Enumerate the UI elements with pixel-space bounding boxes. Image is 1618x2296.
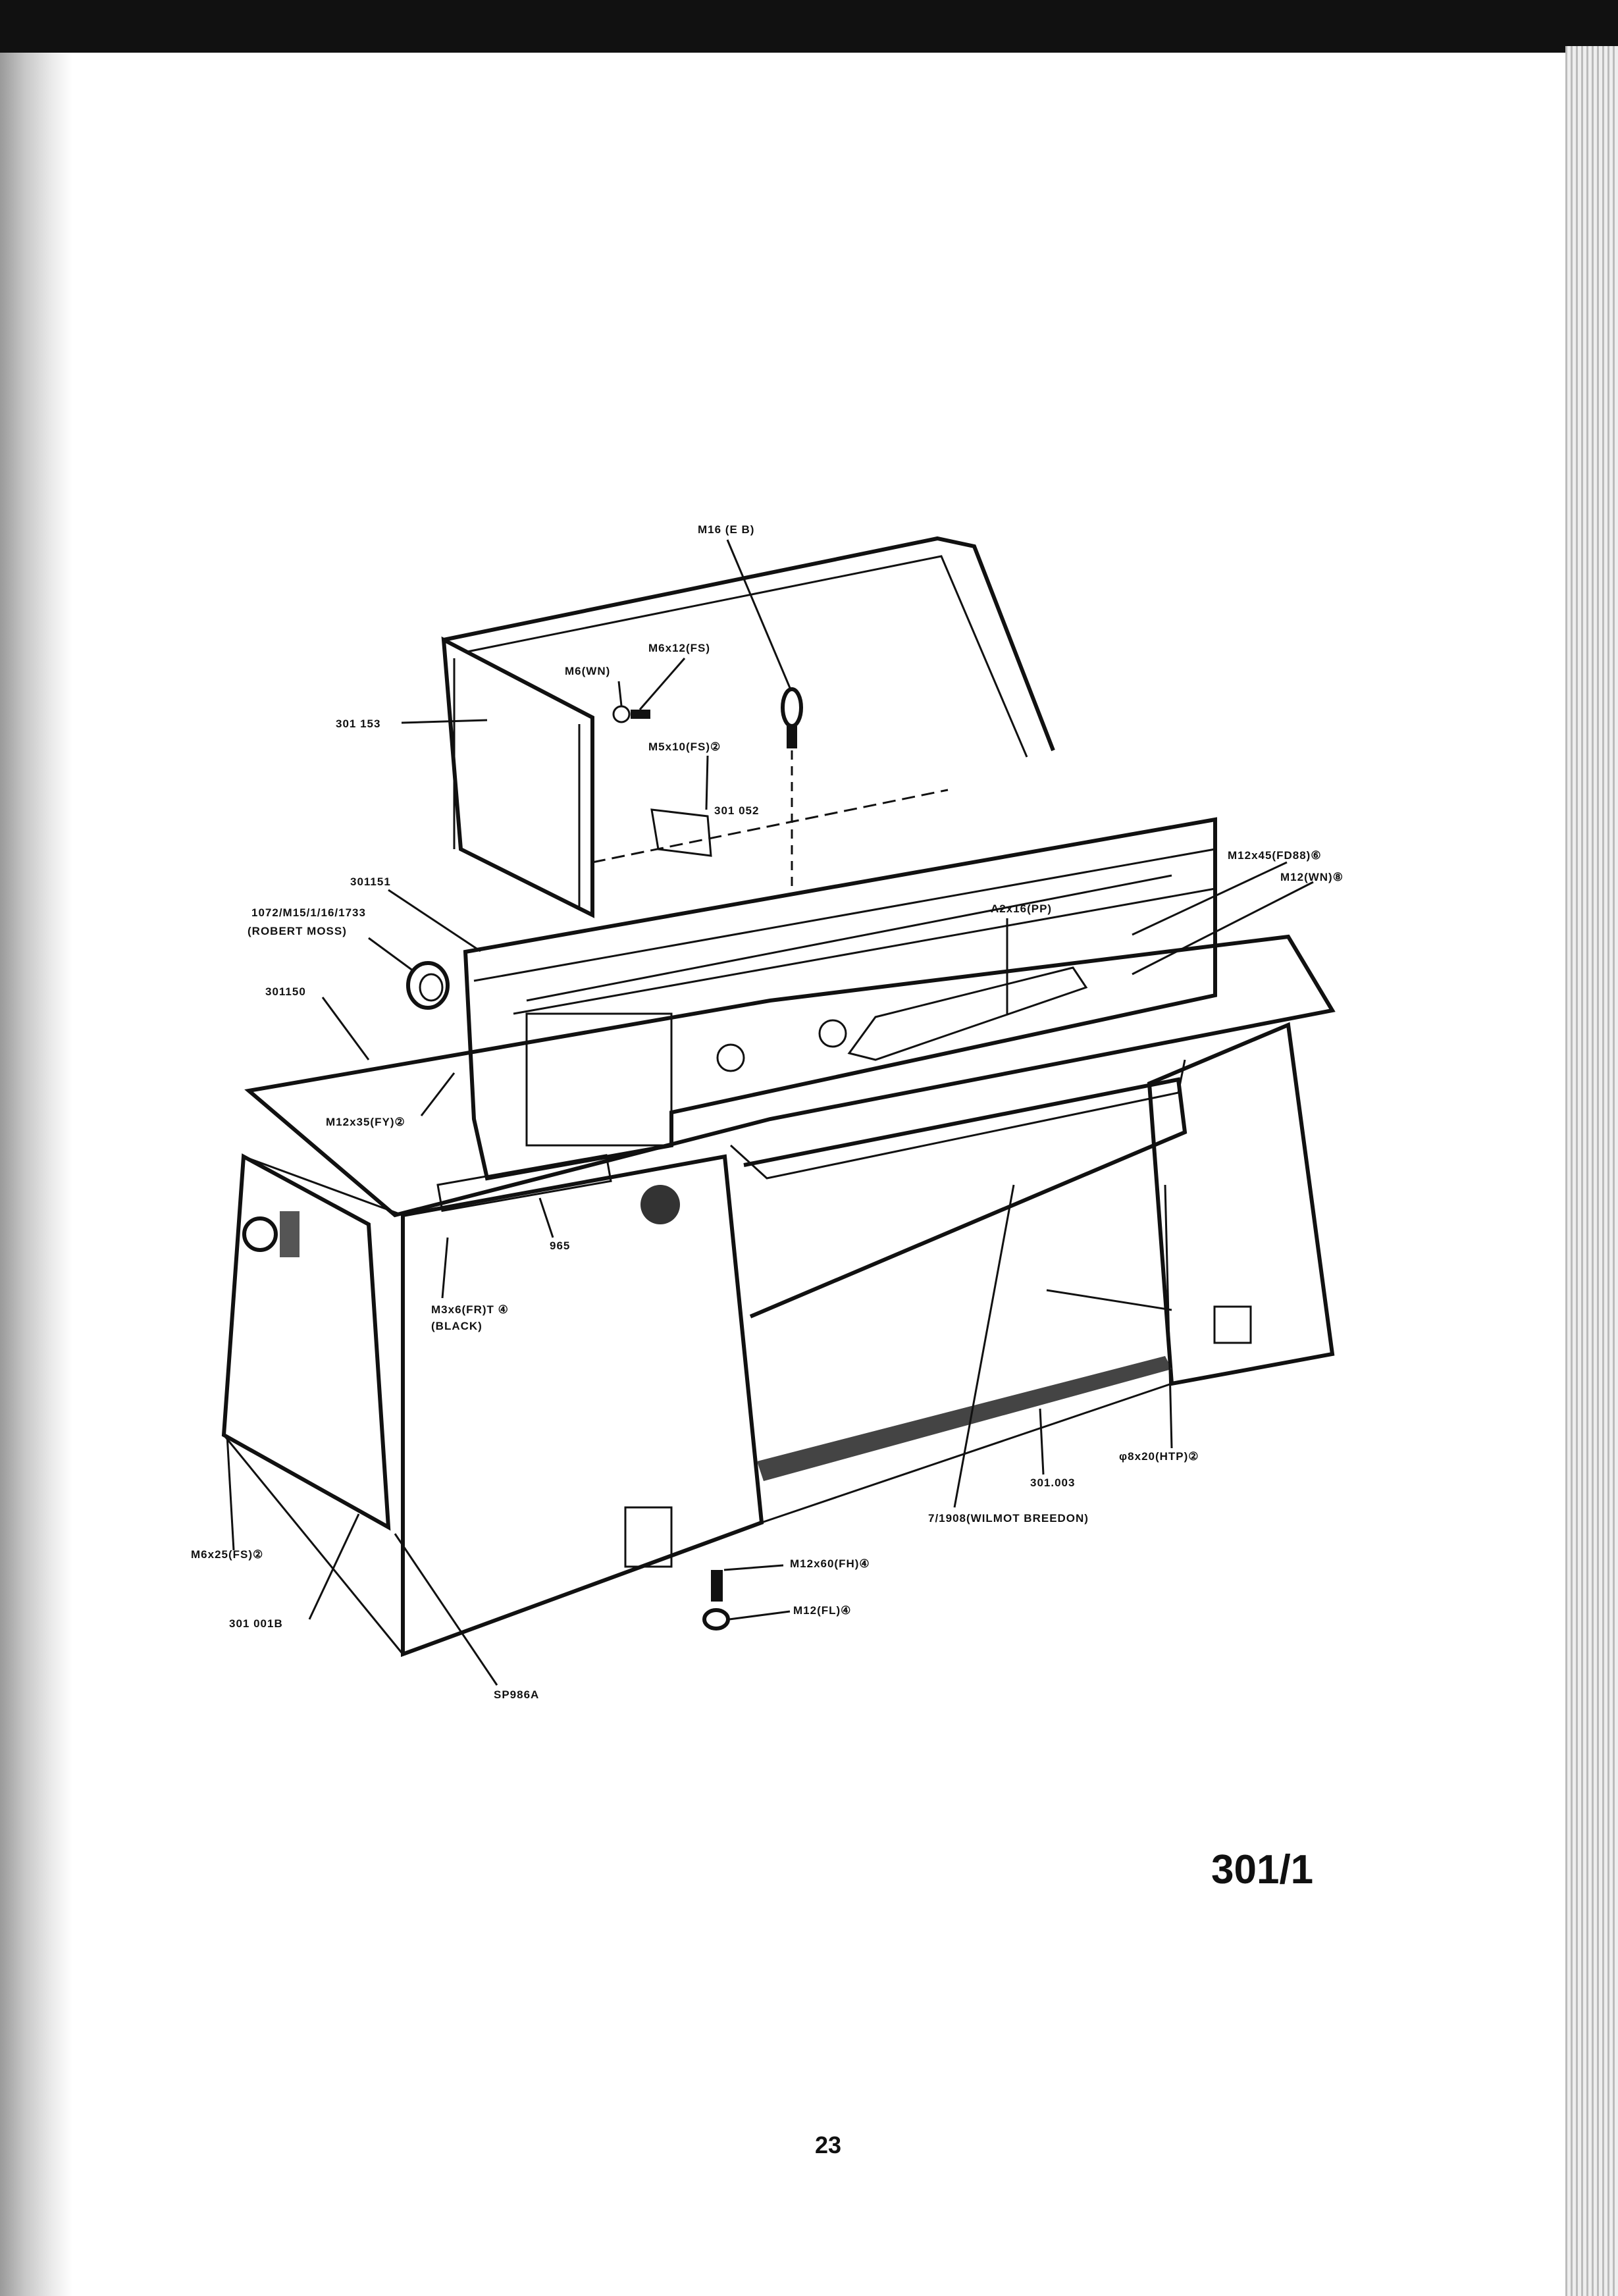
label-phi8x20-htp: φ8x20(HTP)② bbox=[1119, 1450, 1199, 1463]
backsplash-301153 bbox=[441, 536, 1055, 918]
label-m12x45-fd88: M12x45(FD88)⑥ bbox=[1228, 849, 1322, 862]
label-m12-wn: M12(WN)⑧ bbox=[1280, 871, 1344, 883]
label-m16-eb: M16 (E B) bbox=[698, 523, 754, 536]
right-pedestal bbox=[1147, 1022, 1335, 1386]
figure-number: 301/1 bbox=[1211, 1847, 1314, 1892]
label-301003: 301.003 bbox=[1030, 1476, 1075, 1489]
leader-lines bbox=[226, 539, 1314, 1686]
label-301052: 301 052 bbox=[714, 804, 759, 817]
label-m6-wn: M6(WN) bbox=[565, 665, 610, 677]
eye-bolt bbox=[781, 687, 803, 895]
label-m12-fl: M12(FL)④ bbox=[793, 1604, 851, 1617]
switch-panel bbox=[280, 1211, 300, 1257]
screw-m6x12 bbox=[631, 710, 650, 719]
label-301153: 301 153 bbox=[336, 718, 380, 730]
lathe-bed-301151 bbox=[463, 817, 1217, 1181]
label-robert-moss-code: 1072/M15/1/16/1733 bbox=[251, 906, 366, 919]
page-number: 23 bbox=[815, 2131, 842, 2158]
label-m3x6-frt: M3x6(FR)T ④ bbox=[431, 1303, 509, 1316]
bolt-m12x60 bbox=[711, 1570, 723, 1602]
label-robert-moss: (ROBERT MOSS) bbox=[248, 925, 347, 937]
washer-m6 bbox=[612, 705, 631, 723]
chip-tray-301150 bbox=[244, 934, 1336, 1218]
switch-knob bbox=[242, 1216, 278, 1252]
label-301150: 301150 bbox=[265, 985, 306, 998]
scan-top-border bbox=[0, 0, 1618, 53]
lower-shelf-301003 bbox=[743, 1077, 1187, 1524]
label-wilmot-breedon: 7/1908(WILMOT BREEDON) bbox=[928, 1512, 1089, 1525]
bracket-301052 bbox=[650, 808, 712, 857]
grommet-robert-moss bbox=[406, 961, 450, 1010]
nut-m12 bbox=[702, 1608, 730, 1631]
label-m6x25-fs: M6x25(FS)② bbox=[191, 1548, 263, 1561]
label-m12x60-fh: M12x60(FH)④ bbox=[790, 1557, 870, 1570]
scan-left-shadow bbox=[0, 53, 72, 2296]
page-stack-edge bbox=[1565, 46, 1618, 2296]
vent-grille bbox=[640, 1185, 680, 1224]
label-m5x10-fs: M5x10(FS)② bbox=[648, 741, 721, 753]
left-cabinet-301001b bbox=[221, 1153, 764, 1657]
label-965: 965 bbox=[550, 1239, 570, 1252]
label-m12x35-fy: M12x35(FY)② bbox=[326, 1116, 405, 1128]
label-m6x12-fs: M6x12(FS) bbox=[648, 642, 710, 654]
label-sp986a: SP986A bbox=[494, 1688, 539, 1701]
label-301001b: 301 001B bbox=[229, 1617, 283, 1630]
label-a2x16-pp: A2x16(PP) bbox=[991, 902, 1052, 915]
label-301151: 301151 bbox=[350, 875, 391, 888]
label-black: (BLACK) bbox=[431, 1320, 483, 1332]
